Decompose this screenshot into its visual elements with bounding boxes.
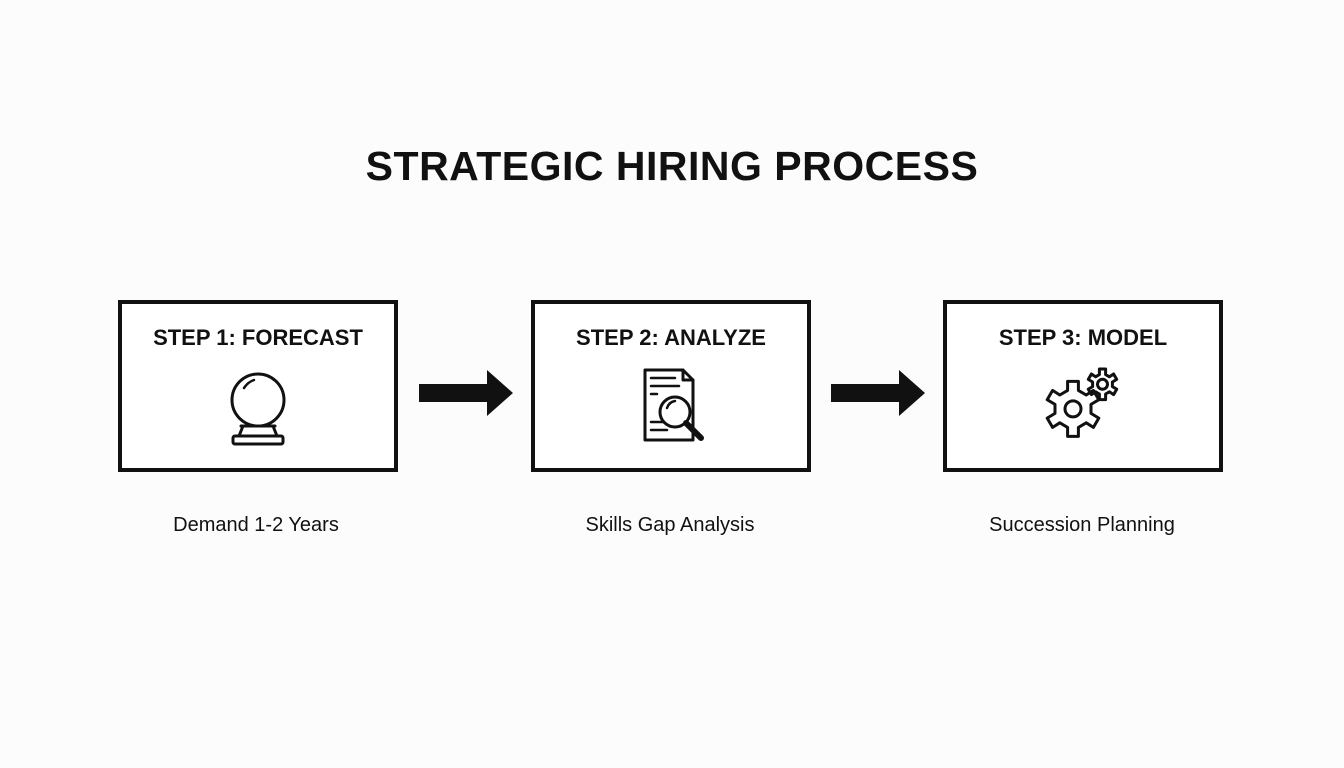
arrow-right-icon (831, 370, 925, 416)
step-title-model: STEP 3: MODEL (998, 325, 1168, 350)
connector-arrow-1 (419, 370, 513, 416)
connector-arrow-2 (831, 370, 925, 416)
step-caption-model: Succession Planning (989, 514, 1175, 536)
step-title-analyze: STEP 2: ANALYZE (576, 325, 766, 350)
step-title-forecast: STEP 1: FORECAST (153, 325, 363, 350)
document-magnifier-icon (629, 366, 713, 450)
arrow-right-icon (419, 370, 513, 416)
gears-icon (1041, 366, 1125, 450)
step-box-model: STEP 3: MODEL (943, 300, 1223, 472)
step-caption-analyze: Skills Gap Analysis (585, 514, 755, 536)
crystal-ball-icon (216, 366, 300, 450)
step-box-forecast: STEP 1: FORECAST (118, 300, 398, 472)
diagram-title: STRATEGIC HIRING PROCESS (365, 143, 979, 189)
step-caption-forecast: Demand 1-2 Years (173, 514, 339, 536)
step-box-analyze: STEP 2: ANALYZE (531, 300, 811, 472)
